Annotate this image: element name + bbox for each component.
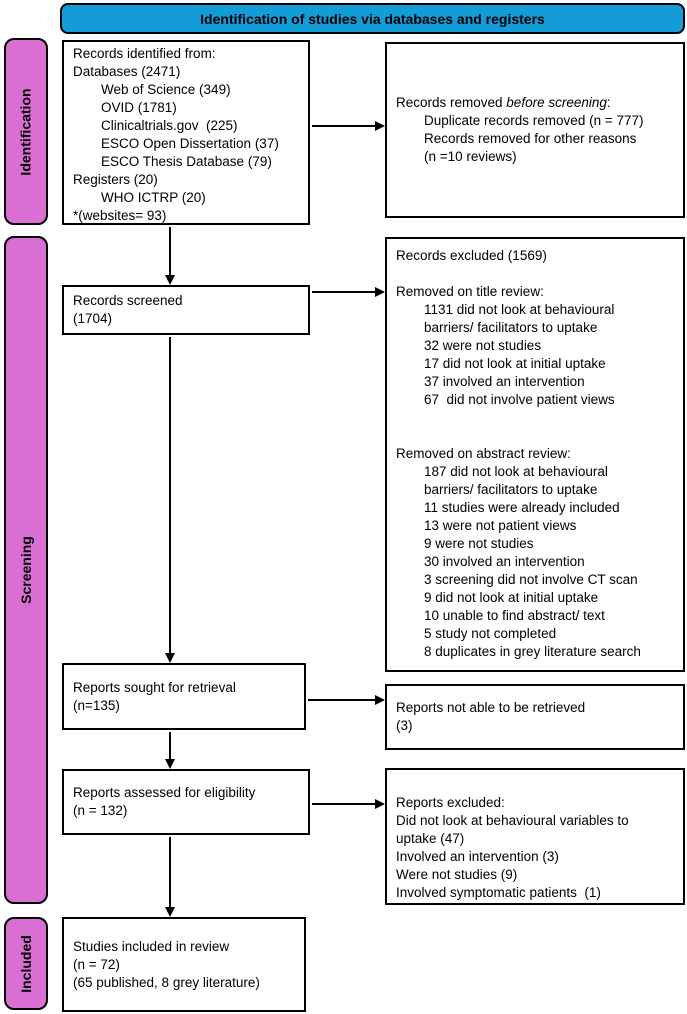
arrow-identified-to-removed [312,121,385,131]
arrow-assessed-to-included [165,837,175,917]
text-line: Reports sought for retrieval [73,679,236,695]
text-line: Did not look at behavioural variables to [396,813,629,828]
text-line: 9 did not look at initial uptake [424,590,599,605]
text-line: Were not studies (9) [396,867,518,882]
text-line: Records identified from: [73,46,216,61]
text-line: 10 unable to find abstract/ text [424,608,605,623]
text-line: (n = 72) [73,956,120,972]
text-line: (1704) [73,311,113,326]
box-reports-sought-retrieval: Reports sought for retrieval (n=135) [62,663,306,730]
text-line: 1131 did not look at behavioural [424,302,615,317]
text-line: 30 involved an intervention [424,554,585,569]
text-line: Records removed before screening: [396,95,611,110]
box-reports-not-retrieved: Reports not able to be retrieved (3) [385,684,685,750]
text-line: 187 did not look at behavioural [424,464,608,479]
flow-header-title: Identification of studies via databases … [200,10,545,27]
text-line: ESCO Open Dissertation (37) [101,136,279,151]
text-line: barriers/ facilitators to uptake [424,320,598,335]
text-line: 32 were not studies [424,338,542,353]
box-reports-assessed-eligibility: Reports assessed for eligibility (n = 132… [62,769,310,835]
text-line: Clinicaltrials.gov (225) [101,118,238,133]
text-line: 9 were not studies [424,536,534,551]
text-line: 3 screening did not involve CT scan [424,572,638,587]
flow-header: Identification of studies via databases … [60,3,685,34]
text-line: Reports not able to be retrieved [396,700,586,715]
arrow-sought-to-not-retrieved [308,695,385,705]
text-line: ESCO Thesis Database (79) [101,154,272,169]
stage-label-included-text: Included [18,934,34,993]
text-line: Reports assessed for eligibility [73,785,256,800]
box-studies-included: Studies included in review (n = 72) (65 pu… [62,917,306,1012]
stage-label-identification-text: Identification [18,87,34,176]
arrow-sought-to-assessed [165,732,175,769]
text-line: 11 studies were already included [424,500,620,515]
text-line: barriers/ facilitators to uptake [424,482,598,497]
stage-label-screening: Screening [4,236,48,904]
stage-label-identification: Identification [4,38,48,225]
text-line: 37 involved an intervention [424,374,585,389]
text-line: WHO ICTRP (20) [101,190,206,205]
text-line: Removed on title review: [396,284,544,299]
text-line: Removed on abstract review: [396,446,571,461]
box-reports-excluded: Reports excluded: Did not look at behavio… [385,768,685,905]
arrow-screened-to-sought [165,337,175,663]
text-line: (n=135) [73,697,120,713]
text-line: (n =10 reviews) [424,149,517,164]
text-line: Databases (2471) [73,64,181,79]
text-line: 5 study not completed [424,626,557,641]
stage-label-screening-text: Screening [18,536,35,604]
text-line: Web of Science (349) [101,82,231,97]
box-records-removed-before-screening: Records removed before screening: Duplica… [385,42,685,218]
text-line: Involved an intervention (3) [396,849,559,864]
text-line: Records screened [73,293,183,308]
text-line: OVID (1781) [101,100,177,115]
text-line [396,427,674,445]
text-line: *(websites= 93) [73,208,167,223]
text-line: uptake (47) [396,831,465,846]
box-records-excluded: Records excluded (1569) Removed on title… [385,237,685,672]
text-line: Records removed for other reasons [424,131,637,146]
box-records-identified: Records identified from: Databases (2471)… [62,40,310,225]
text-line: Reports excluded: [396,795,505,810]
box-records-screened: Records screened (1704) [62,285,310,335]
text-line: (n = 132) [73,803,128,818]
text-line [396,265,674,283]
text-line: 67 did not involve patient views [424,392,615,407]
text-line: Studies included in review [73,938,230,954]
text-line: Involved symptomatic patients (1) [396,885,601,900]
stage-label-included: Included [4,917,48,1010]
arrow-screened-to-excluded [312,287,385,297]
text-line: Registers (20) [73,172,158,187]
text-line: (65 published, 8 grey literature) [73,974,260,990]
text-line: 17 did not look at initial uptake [424,356,606,371]
text-line: 13 were not patient views [424,518,577,533]
text-line: (3) [396,718,413,733]
arrow-identified-to-screened [165,227,175,285]
text-line: Records excluded (1569) [396,248,547,263]
arrow-assessed-to-excluded [312,799,385,809]
text-line: 8 duplicates in grey literature search [424,644,641,659]
text-line: Duplicate records removed (n = 777) [424,113,644,128]
text-line [396,409,674,427]
